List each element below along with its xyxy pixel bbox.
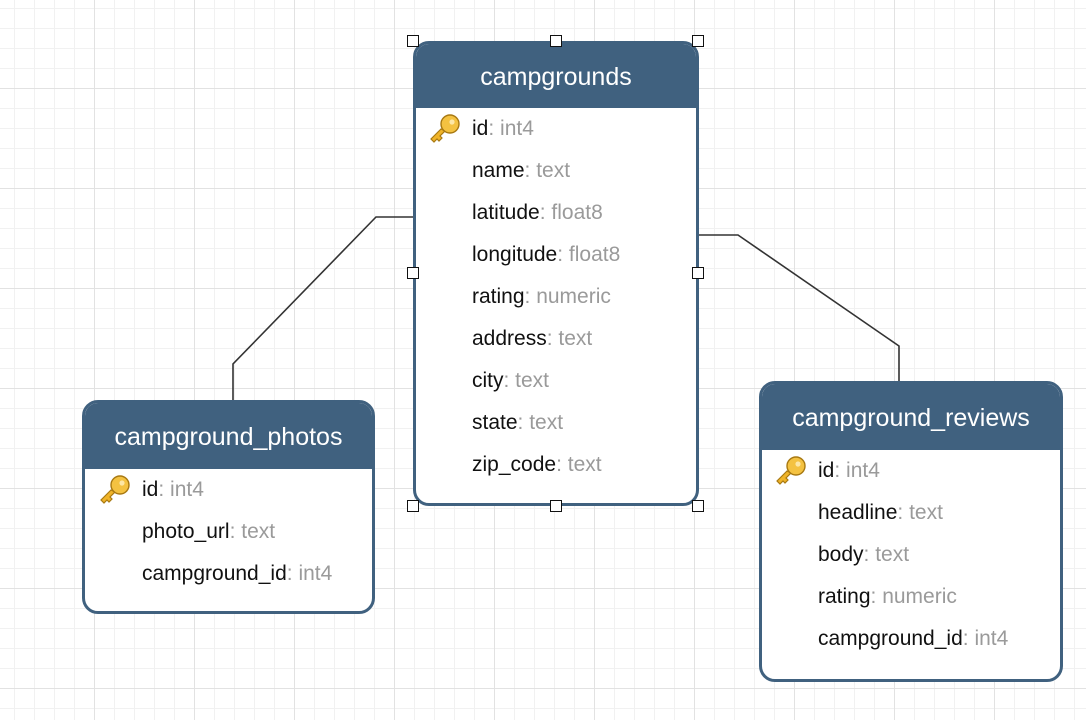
field-separator: : <box>229 520 242 543</box>
field-name: campground_id <box>142 562 287 585</box>
field-separator: : <box>870 585 883 608</box>
field-separator: : <box>286 562 299 585</box>
field-type: int4 <box>974 627 1009 650</box>
field-type: text <box>909 501 943 524</box>
field-row[interactable]: campground_id: int4 <box>762 618 1060 660</box>
field-separator: : <box>556 453 568 476</box>
entity-header[interactable]: campground_reviews <box>762 384 1060 450</box>
entity-title: campground_reviews <box>792 404 1030 432</box>
resize-handle-top-left[interactable] <box>407 35 419 47</box>
field-name: address <box>472 327 547 350</box>
relationship-line-reviews-campgrounds[interactable] <box>699 234 900 382</box>
field-row[interactable]: photo_url: text <box>85 511 372 553</box>
field-name: longitude <box>472 243 558 266</box>
relationship-line-photos-campgrounds[interactable] <box>232 216 414 400</box>
field-type: text <box>241 520 276 543</box>
entity-header[interactable]: campground_photos <box>85 403 372 469</box>
resize-handle-bottom-right[interactable] <box>692 500 704 512</box>
field-type: int4 <box>846 459 880 482</box>
entity-table-campground-photos[interactable]: campground_photos id: int4 photo_url: te… <box>82 400 375 614</box>
field-separator: : <box>158 478 171 501</box>
field-row[interactable]: longitude: float8 <box>416 234 696 276</box>
key-icon <box>430 114 460 143</box>
field-type: text <box>558 327 593 350</box>
field-name: name <box>472 159 525 182</box>
field-list: id: int4 name: text latitude: float8 lon… <box>416 108 696 486</box>
field-list: id: int4 headline: text body: text ratin… <box>762 450 1060 660</box>
field-separator: : <box>863 543 876 566</box>
field-list: id: int4 photo_url: text campground_id: … <box>85 469 372 595</box>
field-name: latitude <box>472 201 540 224</box>
field-type: int4 <box>170 478 204 501</box>
field-row[interactable]: address: text <box>416 318 696 360</box>
resize-handle-bottom-left[interactable] <box>407 500 419 512</box>
field-type: text <box>529 411 564 434</box>
key-icon <box>776 456 806 485</box>
field-name: id <box>818 459 835 482</box>
field-type: int4 <box>298 562 333 585</box>
field-row[interactable]: id: int4 <box>762 450 1060 492</box>
resize-handle-bottom[interactable] <box>550 500 562 512</box>
field-separator: : <box>524 159 537 182</box>
entity-table-campgrounds[interactable]: campgrounds id: int4 name: text latitude… <box>413 41 699 506</box>
entity-table-campground-reviews[interactable]: campground_reviews id: int4 headline: te… <box>759 381 1063 682</box>
field-separator: : <box>546 327 559 350</box>
field-type: text <box>875 543 910 566</box>
field-row[interactable]: id: int4 <box>416 108 696 150</box>
field-separator: : <box>897 501 910 524</box>
field-type: text <box>515 369 550 392</box>
field-row[interactable]: body: text <box>762 534 1060 576</box>
field-row[interactable]: state: text <box>416 402 696 444</box>
field-type: numeric <box>536 285 611 308</box>
field-type: numeric <box>882 585 957 608</box>
field-separator: : <box>517 411 530 434</box>
field-name: zip_code <box>472 453 557 476</box>
field-name: id <box>472 117 489 140</box>
field-name: rating <box>472 285 525 308</box>
field-name: city <box>472 369 504 392</box>
field-type: float8 <box>551 201 603 224</box>
field-separator: : <box>524 285 537 308</box>
field-separator: : <box>834 459 847 482</box>
field-row[interactable]: latitude: float8 <box>416 192 696 234</box>
field-name: id <box>142 478 159 501</box>
entity-title: campgrounds <box>480 63 632 91</box>
field-row[interactable]: headline: text <box>762 492 1060 534</box>
field-name: state <box>472 411 518 434</box>
field-type: text <box>567 453 602 476</box>
field-type: int4 <box>500 117 534 140</box>
field-name: headline <box>818 501 898 524</box>
entity-title: campground_photos <box>114 423 343 451</box>
field-row[interactable]: city: text <box>416 360 696 402</box>
field-row[interactable]: rating: numeric <box>762 576 1060 618</box>
key-icon <box>100 475 130 504</box>
field-name: campground_id <box>818 627 963 650</box>
resize-handle-top[interactable] <box>550 35 562 47</box>
field-type: float8 <box>568 243 621 266</box>
field-separator: : <box>962 627 975 650</box>
field-name: body <box>818 543 864 566</box>
field-name: rating <box>818 585 871 608</box>
entity-header[interactable]: campgrounds <box>416 44 696 108</box>
field-type: text <box>536 159 571 182</box>
field-row[interactable]: id: int4 <box>85 469 372 511</box>
field-separator: : <box>557 243 569 266</box>
field-separator: : <box>539 201 552 224</box>
field-separator: : <box>503 369 516 392</box>
field-separator: : <box>488 117 501 140</box>
field-row[interactable]: name: text <box>416 150 696 192</box>
resize-handle-right[interactable] <box>692 267 704 279</box>
field-row[interactable]: rating: numeric <box>416 276 696 318</box>
resize-handle-left[interactable] <box>407 267 419 279</box>
field-row[interactable]: zip_code: text <box>416 444 696 486</box>
field-name: photo_url <box>142 520 230 543</box>
resize-handle-top-right[interactable] <box>692 35 704 47</box>
field-row[interactable]: campground_id: int4 <box>85 553 372 595</box>
